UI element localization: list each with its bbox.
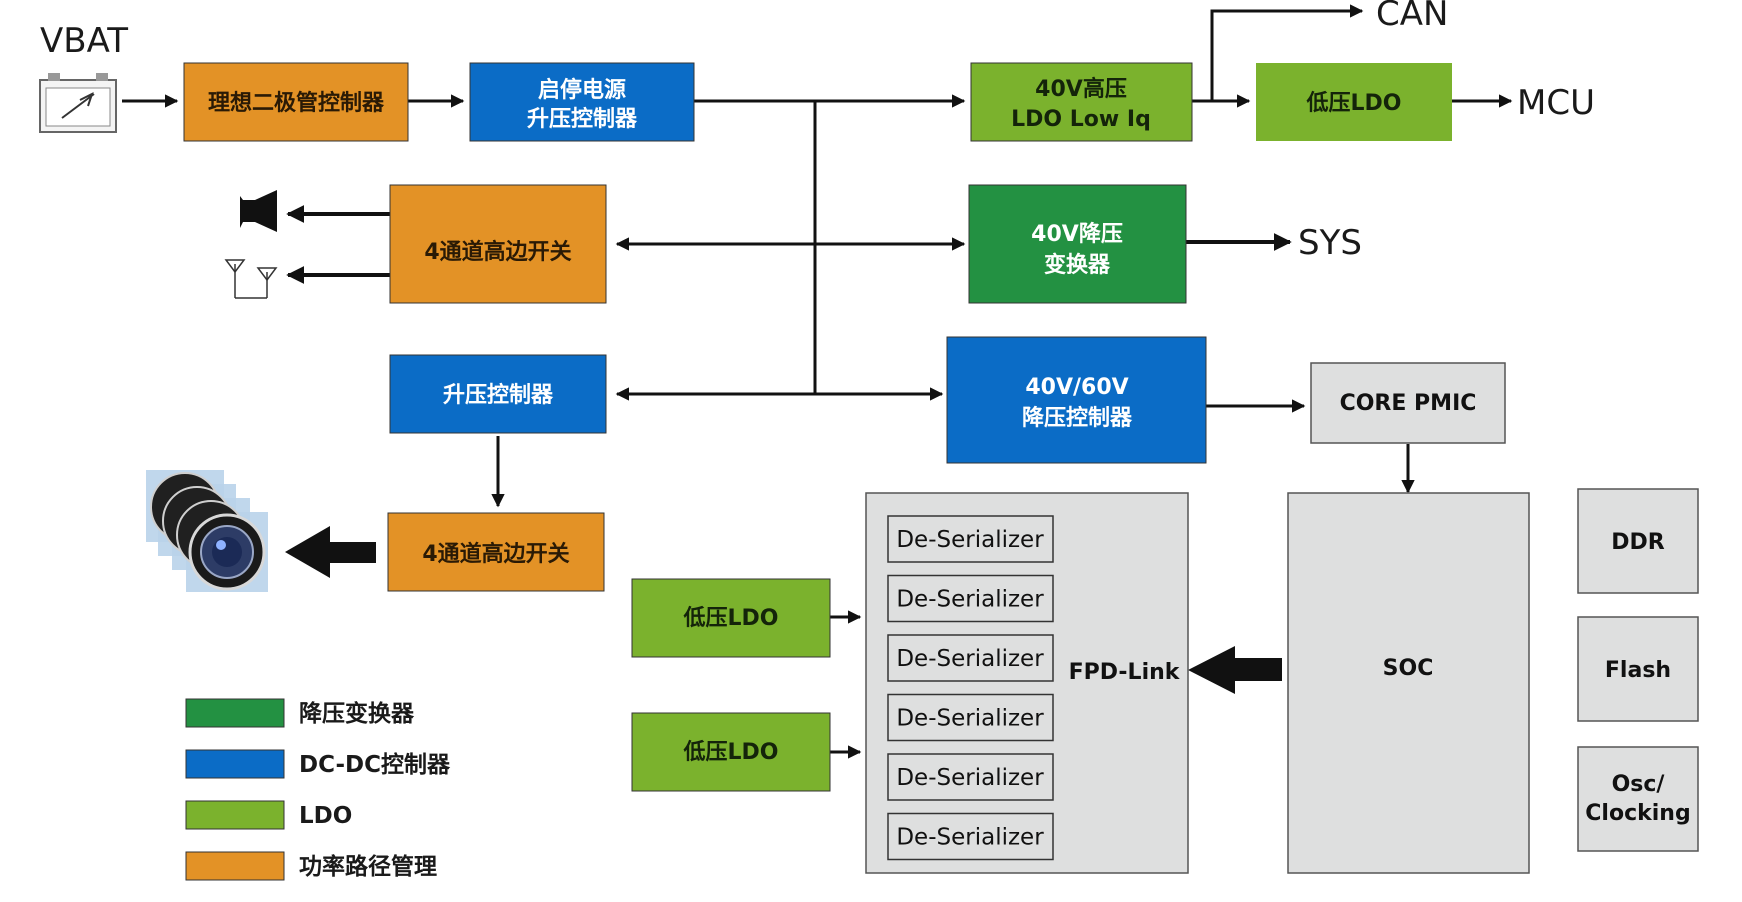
flash-block: Flash [1577,616,1699,722]
boost-ctrl-block: 升压控制器 [389,354,607,434]
deserializer-hub: FPD-Link De-SerializerDe-SerializerDe-Se… [865,492,1189,874]
deserializer-item: De-Serializer [887,574,1054,623]
deserializer-item: De-Serializer [887,812,1054,861]
soc-block: SOC [1287,492,1530,874]
svg-text:低压LDO: 低压LDO [683,606,779,631]
deserializer-label: De-Serializer [896,527,1044,553]
speaker-icon [240,190,277,232]
deserializer-label: De-Serializer [896,706,1044,732]
hs-switch-bottom-block: 4通道高边开关 [387,512,605,592]
fpd-link-arrow [1188,646,1282,694]
deserializer-label: De-Serializer [896,587,1044,613]
deserializer-label: De-Serializer [896,646,1044,672]
deserializer-item: De-Serializer [887,634,1054,682]
svg-text:40V/60V: 40V/60V [1025,375,1128,400]
core-pmic-block: CORE PMIC [1310,362,1506,444]
legend-swatch [185,749,285,779]
camera-lens-icon [146,470,268,592]
ldo-low-top-block: 低压LDO [1256,63,1452,141]
svg-text:Osc/: Osc/ [1612,772,1666,797]
deserializer-item: De-Serializer [887,693,1054,742]
legend-label: 降压变换器 [299,700,415,727]
antenna-icon [224,259,278,299]
sys-label: SYS [1298,223,1362,263]
ideal-diode-block: 理想二极管控制器 [183,62,409,142]
legend: 降压变换器 DC-DC控制器 LDO 功率路径管理 [185,698,451,881]
svg-text:升压控制器: 升压控制器 [527,106,638,132]
svg-text:4通道高边开关: 4通道高边开关 [422,541,569,567]
svg-text:LDO Low Iq: LDO Low Iq [1011,107,1151,132]
legend-label: 功率路径管理 [299,853,437,880]
svg-text:SOC: SOC [1383,656,1434,681]
svg-text:启停电源: 启停电源 [538,77,626,103]
svg-text:Flash: Flash [1605,658,1671,683]
legend-item: LDO [185,800,352,830]
deserializer-label: De-Serializer [896,825,1044,851]
battery-icon [39,73,117,133]
hs-switch-top-block: 4通道高边开关 [389,184,607,304]
deserializer-item: De-Serializer [887,753,1054,801]
legend-swatch [185,698,285,728]
deserializer-list: De-SerializerDe-SerializerDe-SerializerD… [887,515,1054,861]
ldo-low-2-block: 低压LDO [631,712,831,792]
svg-text:40V降压: 40V降压 [1031,222,1123,247]
svg-text:CORE PMIC: CORE PMIC [1340,391,1477,416]
deserializer-item: De-Serializer [887,515,1054,563]
svg-text:Clocking: Clocking [1585,801,1690,826]
can-label: CAN [1376,0,1448,34]
legend-label: LDO [299,803,352,829]
ldo-40v-block: 40V高压 LDO Low Iq [970,62,1193,142]
legend-item: DC-DC控制器 [185,749,451,779]
legend-label: DC-DC控制器 [299,751,451,778]
svg-text:理想二极管控制器: 理想二极管控制器 [208,90,385,116]
camera-power-arrow [285,526,376,578]
deserializer-label: De-Serializer [896,765,1044,791]
connector-lines [122,4,1513,759]
ldo-low-1-block: 低压LDO [631,578,831,658]
mcu-label: MCU [1517,83,1595,123]
legend-item: 功率路径管理 [185,851,437,881]
osc-clocking-block: Osc/ Clocking [1577,746,1699,852]
legend-item: 降压变换器 [185,698,415,728]
svg-text:降压控制器: 降压控制器 [1022,405,1133,431]
buck-40-60-block: 40V/60V 降压控制器 [946,336,1207,464]
svg-text:变换器: 变换器 [1044,252,1111,278]
legend-swatch [185,800,285,830]
svg-text:40V高压: 40V高压 [1035,76,1127,102]
start-stop-boost-block: 启停电源 升压控制器 [469,62,695,142]
ddr-block: DDR [1577,488,1699,594]
svg-text:低压LDO: 低压LDO [1306,91,1402,116]
legend-swatch [185,851,285,881]
svg-text:升压控制器: 升压控制器 [443,382,554,408]
vbat-label: VBAT [40,21,128,61]
buck-40v-block: 40V降压 变换器 [968,184,1187,304]
svg-text:FPD-Link: FPD-Link [1069,660,1181,685]
svg-text:4通道高边开关: 4通道高边开关 [424,239,571,265]
svg-text:低压LDO: 低压LDO [683,740,779,765]
svg-text:DDR: DDR [1611,530,1665,555]
